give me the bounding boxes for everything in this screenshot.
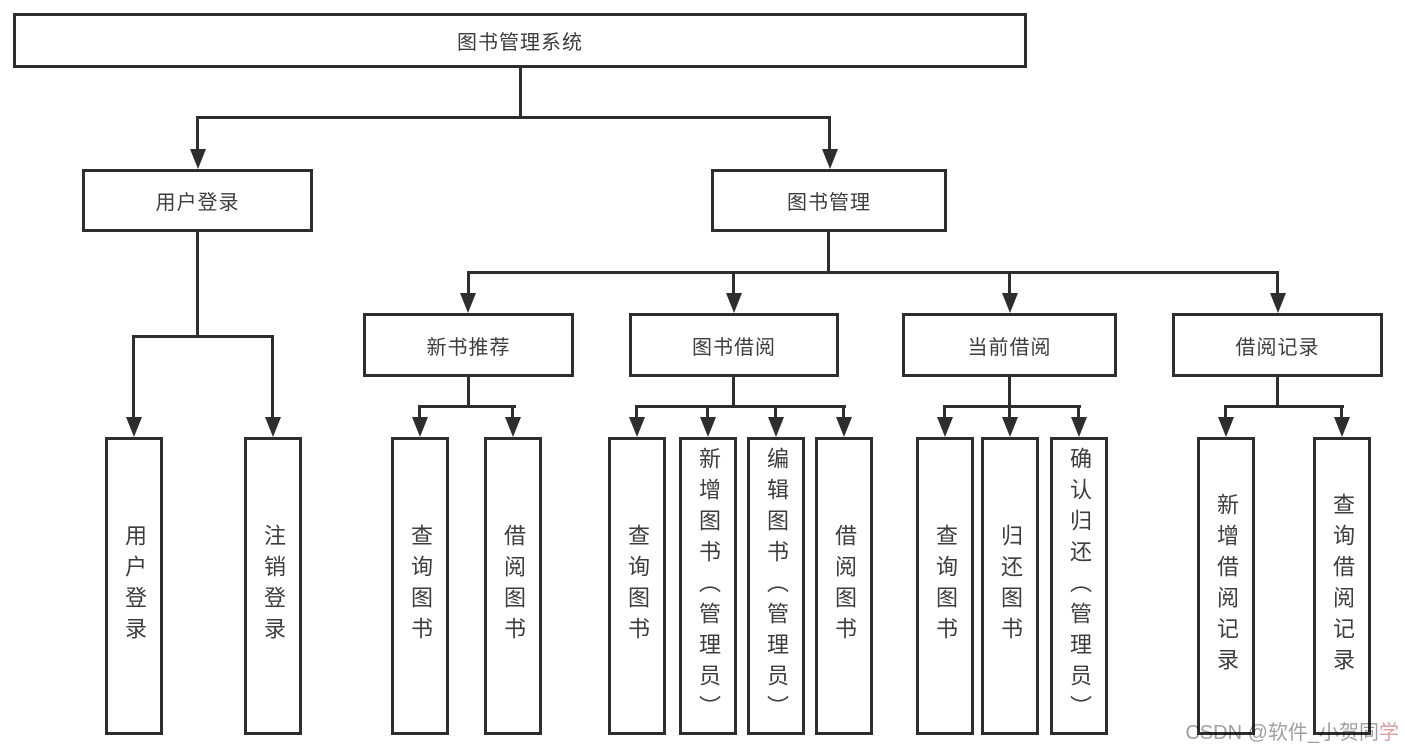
- leaf-edit-books-admin-label: 编辑图书（管理员）: [764, 446, 789, 726]
- arrow-down-icon: [700, 417, 716, 437]
- leaf-edit-books-admin: 编辑图书（管理员）: [747, 437, 805, 735]
- arrow-down-icon: [1002, 293, 1018, 313]
- leaf-add-borrow-record: 新增借阅记录: [1197, 437, 1255, 735]
- arrow-down-icon: [726, 293, 742, 313]
- arrow-down-icon: [629, 417, 645, 437]
- arrow-down-icon: [1218, 417, 1234, 437]
- connector-line: [828, 119, 831, 149]
- node-borrow-record-label: 借阅记录: [1235, 336, 1320, 359]
- connector-line: [132, 338, 135, 417]
- watermark-text-accent: 学: [1379, 722, 1399, 744]
- connector-line: [418, 405, 516, 408]
- watermark-text: CSDN @软件_小贺同: [1185, 722, 1379, 744]
- connector-line: [774, 408, 777, 417]
- leaf-add-books-admin: 新增图书（管理员）: [679, 437, 737, 735]
- leaf-query-books-current-label: 查询图书: [933, 524, 958, 648]
- leaf-confirm-return-admin: 确认归还（管理员）: [1050, 437, 1108, 735]
- leaf-return-books: 归还图书: [981, 437, 1039, 735]
- leaf-query-borrow-record: 查询借阅记录: [1313, 437, 1371, 735]
- node-root-label: 图书管理系统: [457, 32, 583, 54]
- connector-line: [1340, 408, 1343, 417]
- leaf-return-books-label: 归还图书: [998, 524, 1023, 648]
- arrow-down-icon: [190, 149, 206, 169]
- connector-line: [943, 408, 946, 417]
- arrow-down-icon: [1270, 293, 1286, 313]
- connector-line: [943, 405, 1081, 408]
- arrow-down-icon: [265, 417, 281, 437]
- leaf-query-borrow-record-label: 查询借阅记录: [1330, 493, 1355, 679]
- node-new-book-recommend-label: 新书推荐: [426, 336, 511, 359]
- connector-line: [842, 408, 845, 417]
- arrow-down-icon: [768, 417, 784, 437]
- leaf-query-books-borrow-label: 查询图书: [625, 524, 650, 648]
- connector-line: [511, 408, 514, 417]
- arrow-down-icon: [126, 417, 142, 437]
- leaf-borrow-books: 借阅图书: [815, 437, 873, 735]
- connector-line: [1077, 408, 1080, 417]
- node-new-book-recommend: 新书推荐: [363, 313, 574, 377]
- connector-line: [467, 271, 1279, 274]
- node-current-borrow: 当前借阅: [902, 313, 1117, 377]
- connector-line: [635, 408, 638, 417]
- leaf-user-login: 用户登录: [105, 437, 163, 735]
- leaf-add-books-admin-label: 新增图书（管理员）: [696, 446, 721, 726]
- connector-line: [271, 338, 274, 417]
- node-user-login: 用户登录: [82, 169, 313, 232]
- connector-line: [732, 274, 735, 293]
- node-book-management: 图书管理: [711, 169, 947, 232]
- connector-line: [732, 377, 735, 405]
- connector-line: [196, 116, 831, 119]
- node-book-borrow: 图书借阅: [629, 313, 839, 377]
- node-borrow-record: 借阅记录: [1172, 313, 1383, 377]
- connector-line: [635, 405, 846, 408]
- arrow-down-icon: [1071, 417, 1087, 437]
- connector-line: [467, 274, 470, 293]
- node-current-borrow-label: 当前借阅: [967, 336, 1052, 359]
- leaf-user-login-label: 用户登录: [122, 524, 147, 648]
- connector-line: [1224, 408, 1227, 417]
- connector-line: [196, 232, 199, 335]
- connector-line: [1224, 405, 1344, 408]
- arrow-down-icon: [505, 417, 521, 437]
- connector-line: [467, 377, 470, 405]
- leaf-borrow-books-label: 借阅图书: [832, 524, 857, 648]
- connector-line: [827, 232, 830, 271]
- arrow-down-icon: [460, 293, 476, 313]
- connector-line: [1276, 274, 1279, 293]
- arrow-down-icon: [836, 417, 852, 437]
- leaf-borrow-books-recommend: 借阅图书: [484, 437, 542, 735]
- arrow-down-icon: [1334, 417, 1350, 437]
- connector-line: [519, 68, 522, 116]
- leaf-query-books-recommend-label: 查询图书: [408, 524, 433, 648]
- node-book-management-label: 图书管理: [787, 192, 871, 214]
- leaf-query-books-current: 查询图书: [916, 437, 974, 735]
- connector-line: [196, 119, 199, 149]
- connector-line: [1276, 377, 1279, 405]
- connector-line: [418, 408, 421, 417]
- watermark: CSDN @软件_小贺同学: [1185, 716, 1399, 745]
- connector-line: [1008, 377, 1011, 405]
- node-user-login-label: 用户登录: [155, 192, 240, 214]
- connector-line: [132, 335, 274, 338]
- connector-line: [706, 408, 709, 417]
- leaf-logout: 注销登录: [244, 437, 302, 735]
- leaf-borrow-books-recommend-label: 借阅图书: [501, 524, 526, 648]
- leaf-query-books-recommend: 查询图书: [391, 437, 449, 735]
- arrow-down-icon: [822, 149, 838, 169]
- connector-line: [1008, 408, 1011, 417]
- leaf-confirm-return-admin-label: 确认归还（管理员）: [1067, 446, 1092, 726]
- node-book-borrow-label: 图书借阅: [692, 336, 776, 359]
- arrow-down-icon: [1002, 417, 1018, 437]
- leaf-query-books-borrow: 查询图书: [608, 437, 666, 735]
- arrow-down-icon: [412, 417, 428, 437]
- leaf-add-borrow-record-label: 新增借阅记录: [1214, 493, 1239, 679]
- leaf-logout-label: 注销登录: [261, 524, 286, 648]
- node-root: 图书管理系统: [13, 13, 1027, 68]
- arrow-down-icon: [937, 417, 953, 437]
- connector-line: [1008, 274, 1011, 293]
